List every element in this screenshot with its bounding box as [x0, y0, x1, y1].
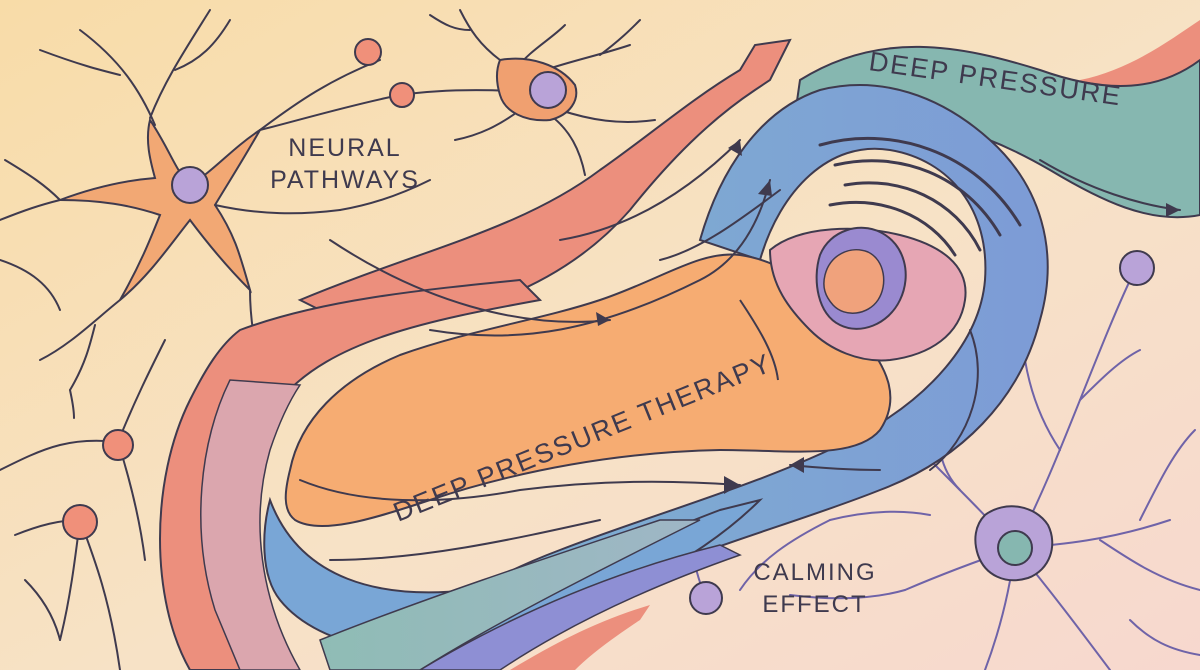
flow-arrow-icon [724, 476, 740, 494]
flow-arrow-icons [596, 140, 1180, 494]
synapse-node [689, 581, 723, 615]
neuron-nucleus [997, 530, 1033, 566]
ribbon-coral-bottom [510, 605, 650, 670]
synapse-node [102, 429, 134, 461]
neuron-nucleus [529, 71, 567, 109]
weighted-blanket [284, 253, 892, 528]
sleeping-person-icon [815, 226, 907, 330]
ribbon-pink-lower [200, 379, 302, 670]
flow-arrow-icon [758, 180, 772, 196]
ribbon-coral-upper [297, 38, 792, 332]
flow-lines [299, 139, 1181, 561]
ribbon-purple-lower [418, 544, 742, 670]
synapse-node [62, 504, 98, 540]
label-calming-line2: EFFECT [762, 591, 867, 618]
blanket-fold-line [739, 299, 779, 381]
synapse-node [389, 82, 415, 108]
pressure-waves [818, 137, 1022, 257]
ribbon-teal-lower [319, 519, 701, 670]
flow-arrow-icon [790, 457, 804, 473]
synapse-node [1119, 250, 1155, 286]
flow-arrow-icon [1166, 203, 1180, 217]
neuron-nucleus [171, 166, 209, 204]
flow-arrow-icon [728, 140, 742, 156]
flow-arrow-icon [596, 312, 610, 326]
label-neural-line2: PATHWAYS [270, 166, 420, 194]
synapse-node [354, 38, 382, 66]
neuron-bodies-left [62, 38, 578, 540]
neuron-bodies-right [689, 250, 1155, 615]
label-calming-line1: CALMING [753, 559, 876, 586]
label-neural-line1: NEURAL [288, 134, 401, 162]
